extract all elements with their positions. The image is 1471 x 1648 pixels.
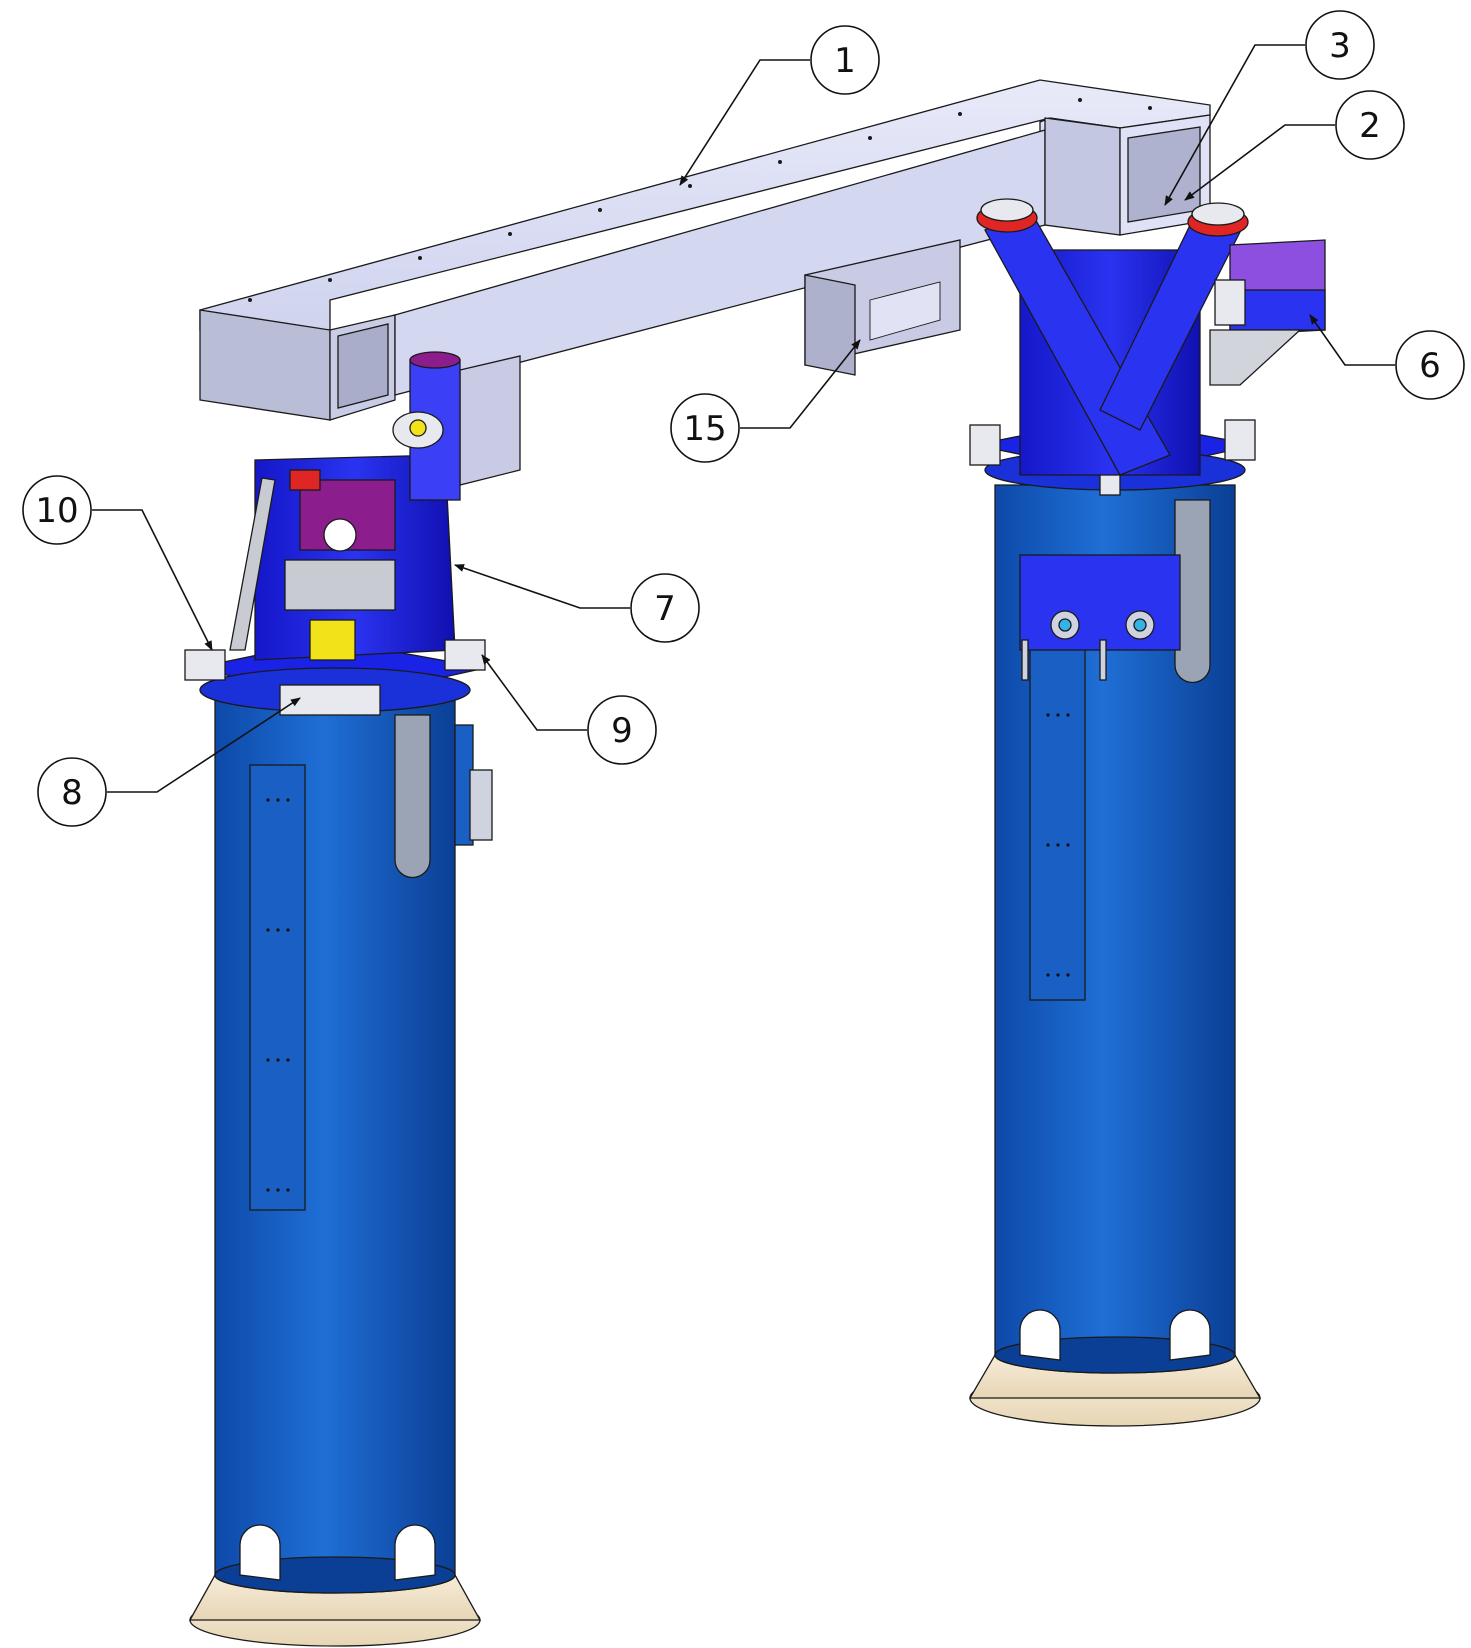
callout-label-2: 2 (1359, 106, 1381, 146)
right-pillar (968, 198, 1326, 1427)
callout-1: 1 (679, 25, 880, 186)
callout-label-10: 10 (35, 491, 78, 531)
callout-label-3: 3 (1329, 26, 1351, 66)
callout-3: 3 (1164, 10, 1375, 206)
callout-7: 7 (454, 564, 700, 643)
callout-label-15: 15 (683, 409, 726, 449)
callout-15: 15 (670, 339, 861, 463)
callout-label-6: 6 (1419, 346, 1441, 386)
top-beam (199, 79, 1211, 486)
callout-10: 10 (22, 475, 213, 651)
callout-label-9: 9 (611, 711, 633, 751)
beam-bolt-holes (248, 98, 1152, 302)
callout-label-1: 1 (834, 41, 856, 81)
callout-9: 9 (481, 654, 657, 765)
callout-6: 6 (1309, 314, 1465, 400)
callout-8: 8 (37, 697, 301, 827)
callout-label-8: 8 (61, 773, 83, 813)
callout-label-7: 7 (654, 589, 676, 629)
beam-bracket (459, 239, 961, 486)
left-pillar (184, 351, 493, 1647)
callout-2: 2 (1184, 90, 1405, 201)
